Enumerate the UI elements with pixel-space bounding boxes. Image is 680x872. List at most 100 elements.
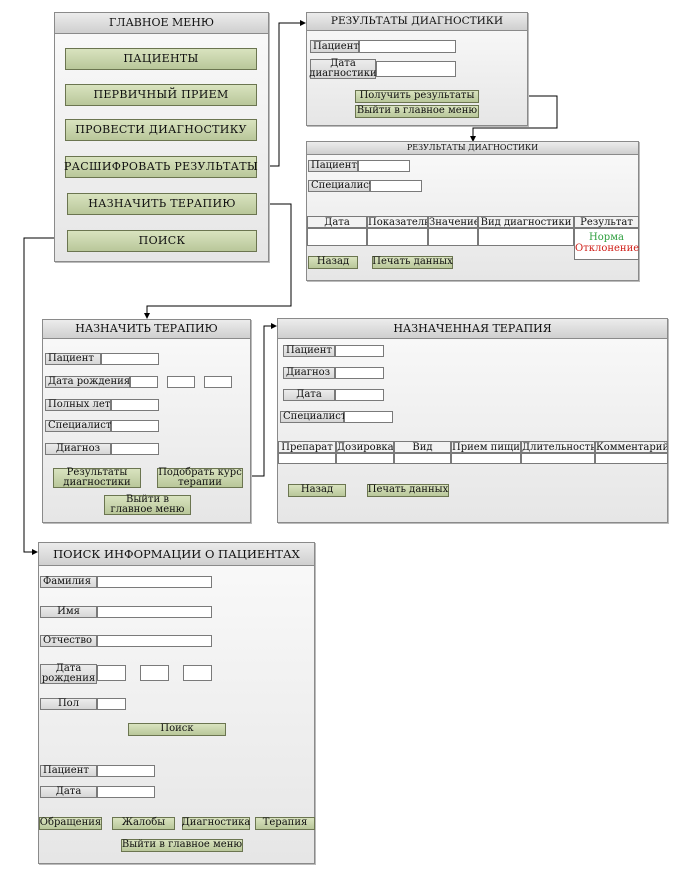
pick-therapy-line1: Подобрать курс	[158, 466, 242, 478]
assigned-back-button[interactable]: Назад	[288, 484, 346, 497]
primary-reception-button[interactable]: ПЕРВИЧНЫЙ ПРИЕМ	[65, 84, 257, 106]
therapy-form-title: НАЗНАЧИТЬ ТЕРАПИЮ	[43, 320, 250, 339]
pick-therapy-button[interactable]: Подобрать курс терапии	[157, 466, 243, 488]
search-birth-day-input[interactable]	[97, 665, 126, 681]
decode-results-button[interactable]: РАСШИФРОВАТЬ РЕЗУЛЬТАТЫ	[64, 156, 258, 178]
search-button[interactable]: ПОИСК	[67, 230, 257, 252]
search-patronymic-input[interactable]	[97, 635, 212, 647]
col-comment-header: Комментарий	[595, 441, 668, 453]
diag-results-panel: РЕЗУЛЬТАТЫ ДИАГНОСТИКИ Пациент Специалис…	[306, 141, 639, 281]
col-duration-header: Длительность	[521, 441, 595, 453]
col-value-header: Значение	[428, 216, 478, 228]
table-row-cell-date	[307, 228, 367, 246]
therapy-diag-results-button[interactable]: Результаты диагностики	[53, 466, 141, 488]
run-diagnostics-button[interactable]: ПРОВЕСТИ ДИАГНОСТИКУ	[65, 119, 257, 141]
therapy-cell-kind	[394, 453, 451, 464]
col-result-header: Результат	[574, 216, 639, 228]
therapy-patient-label: Пациент	[45, 353, 101, 365]
assigned-specialist-label: Специалист	[280, 411, 346, 423]
assigned-therapy-title: НАЗНАЧЕННАЯ ТЕРАПИЯ	[278, 319, 667, 339]
diag-small-exit-button[interactable]: Выйти в главное меню	[355, 105, 479, 118]
search-submit-button[interactable]: Поиск	[128, 723, 226, 736]
get-results-button[interactable]: Получить результаты	[355, 90, 479, 103]
assigned-patient-label: Пациент	[283, 345, 335, 357]
therapy-diag-results-line1: Результаты	[66, 466, 128, 478]
search-birth-month-input[interactable]	[140, 665, 169, 681]
assigned-specialist-input[interactable]	[344, 411, 393, 423]
main-menu-title: ГЛАВНОЕ МЕНЮ	[55, 13, 268, 34]
tab-appeals[interactable]: Обращения	[39, 817, 102, 830]
search-panel: ПОИСК ИНФОРМАЦИИ О ПАЦИЕНТАХ Фамилия Имя…	[38, 542, 315, 864]
col-indicator-header: Показатель	[367, 216, 428, 228]
col-meal-header: Прием пищи	[451, 441, 521, 453]
diag-results-patient-label: Пациент	[308, 160, 358, 172]
diag-small-date-label: Дата диагностики	[309, 59, 377, 79]
assigned-diagnosis-input[interactable]	[335, 367, 384, 379]
therapy-birth-year-input[interactable]	[204, 376, 232, 388]
result-deviation-text: Отклонение	[575, 243, 640, 254]
assign-therapy-button[interactable]: НАЗНАЧИТЬ ТЕРАПИЮ	[67, 193, 257, 215]
search-surname-label: Фамилия	[40, 576, 97, 588]
col-kind-header: Вид	[394, 441, 451, 453]
table-row-cell-result: Норма Отклонение	[574, 228, 639, 260]
therapy-specialist-input[interactable]	[111, 420, 159, 432]
search-birth-label-line1: Дата	[55, 663, 82, 674]
diag-small-patient-input[interactable]	[359, 40, 456, 53]
assigned-date-label: Дата	[283, 389, 335, 401]
diag-results-back-button[interactable]: Назад	[308, 256, 358, 269]
search-name-label: Имя	[40, 606, 97, 618]
search-sex-input[interactable]	[97, 698, 126, 710]
search-date-label: Дата	[40, 786, 97, 798]
assigned-date-input[interactable]	[335, 389, 384, 401]
diag-results-patient-input[interactable]	[358, 160, 410, 172]
diag-results-print-button[interactable]: Печать данных	[372, 256, 453, 269]
diag-small-panel: РЕЗУЛЬТАТЫ ДИАГНОСТИКИ Пациент Дата диаг…	[306, 12, 528, 126]
therapy-diagnosis-label: Диагноз	[45, 443, 111, 455]
diag-results-specialist-input[interactable]	[370, 180, 422, 192]
therapy-age-label: Полных лет	[45, 399, 111, 411]
search-birth-label: Дата рождения	[40, 664, 97, 684]
assigned-patient-input[interactable]	[335, 345, 384, 357]
search-patient-label: Пациент	[40, 765, 97, 777]
therapy-cell-meal	[451, 453, 521, 464]
tab-therapy[interactable]: Терапия	[255, 817, 315, 830]
diag-small-patient-label: Пациент	[310, 40, 359, 53]
search-birth-year-input[interactable]	[183, 665, 212, 681]
patients-button[interactable]: ПАЦИЕНТЫ	[65, 48, 257, 70]
assigned-print-button[interactable]: Печать данных	[367, 484, 449, 497]
tab-complaints[interactable]: Жалобы	[112, 817, 175, 830]
search-sex-label: Пол	[40, 698, 97, 710]
main-menu-panel: ГЛАВНОЕ МЕНЮ ПАЦИЕНТЫ ПЕРВИЧНЫЙ ПРИЕМ ПР…	[54, 12, 269, 262]
search-name-input[interactable]	[97, 606, 212, 618]
col-diag-type-header: Вид диагностики	[478, 216, 574, 228]
search-surname-input[interactable]	[97, 576, 212, 588]
therapy-cell-duration	[521, 453, 595, 464]
tab-diagnostics[interactable]: Диагностика	[181, 817, 251, 830]
therapy-diagnosis-input[interactable]	[111, 443, 159, 455]
pick-therapy-line2: терапии	[178, 477, 222, 488]
diag-results-title: РЕЗУЛЬТАТЫ ДИАГНОСТИКИ	[307, 142, 638, 155]
therapy-age-input[interactable]	[111, 399, 159, 411]
table-row-cell-diag-type	[478, 228, 574, 246]
search-title: ПОИСК ИНФОРМАЦИИ О ПАЦИЕНТАХ	[39, 543, 314, 566]
assigned-diagnosis-label: Диагноз	[283, 367, 335, 379]
therapy-birth-month-input[interactable]	[167, 376, 195, 388]
therapy-form-panel: НАЗНАЧИТЬ ТЕРАПИЮ Пациент Дата рождения …	[42, 319, 251, 523]
search-date-input[interactable]	[97, 786, 155, 798]
therapy-specialist-label: Специалист	[45, 420, 111, 432]
diag-small-date-input[interactable]	[376, 61, 456, 77]
therapy-birth-label: Дата рождения	[45, 376, 130, 388]
therapy-cell-drug	[278, 453, 336, 464]
search-birth-label-line2: рождения	[41, 673, 96, 684]
col-dosage-header: Дозировка	[336, 441, 394, 453]
diag-small-date-label-line2: диагностики	[309, 68, 377, 79]
therapy-exit-button[interactable]: Выйти в главное меню	[104, 494, 191, 515]
diag-results-specialist-label: Специалист	[308, 180, 374, 192]
therapy-patient-input[interactable]	[101, 353, 159, 365]
search-patient-input[interactable]	[97, 765, 155, 777]
therapy-birth-day-input[interactable]	[130, 376, 158, 388]
therapy-cell-dosage	[336, 453, 394, 464]
therapy-exit-line2: главное меню	[110, 504, 185, 515]
table-row-cell-indicator	[367, 228, 428, 246]
search-exit-button[interactable]: Выйти в главное меню	[121, 839, 243, 852]
